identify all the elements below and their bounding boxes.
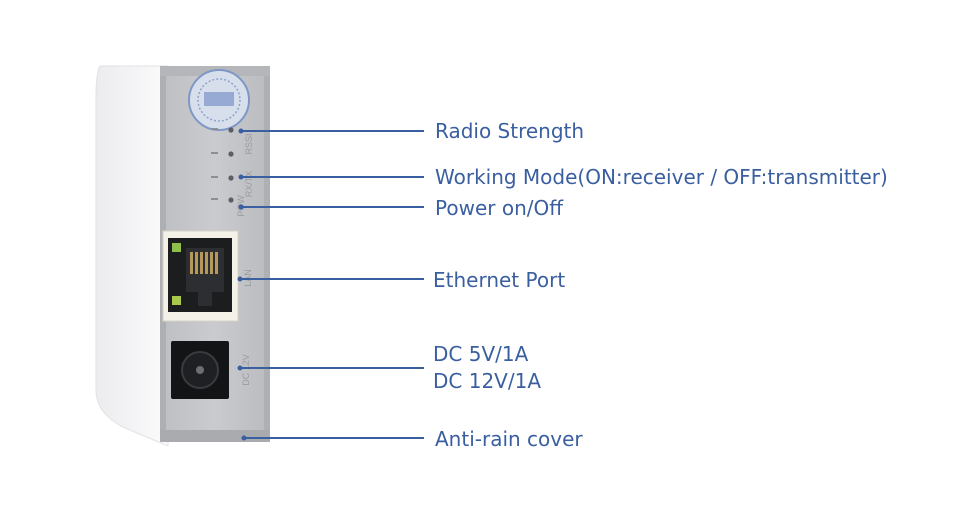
label-dc-power: DC 5V/1A DC 12V/1A <box>433 341 541 395</box>
led-tick-mode <box>211 152 218 154</box>
led-rssi <box>228 127 234 133</box>
label-anti-rain-cover: Anti-rain cover <box>435 427 583 451</box>
label-power: Power on/Off <box>435 196 563 220</box>
dc-jack-icon <box>171 341 229 399</box>
led-label-mode: RX/TX <box>244 171 254 198</box>
led-label-rssi: RSSI <box>244 133 254 154</box>
led-indicators <box>211 127 234 203</box>
label-dc-5v: DC 5V/1A <box>433 342 529 366</box>
anti-rain-cover <box>160 430 270 442</box>
led-tick-power <box>211 198 218 200</box>
led-tick-mode-2 <box>211 176 218 178</box>
label-working-mode: Working Mode(ON:receiver / OFF:transmitt… <box>435 165 888 189</box>
ethernet-port-icon <box>162 230 239 322</box>
seal-sticker-icon <box>188 69 250 131</box>
label-ethernet-port: Ethernet Port <box>433 268 566 292</box>
led-power <box>228 197 234 203</box>
device-housing <box>95 65 169 447</box>
led-mode <box>228 151 234 157</box>
label-dc-12v: DC 12V/1A <box>433 369 541 393</box>
led-tick-rssi <box>211 128 218 130</box>
label-radio-strength: Radio Strength <box>435 119 585 143</box>
callout-lines <box>237 128 424 441</box>
led-mode-2 <box>228 175 234 181</box>
port-label-dc: DC 12V <box>241 354 251 386</box>
